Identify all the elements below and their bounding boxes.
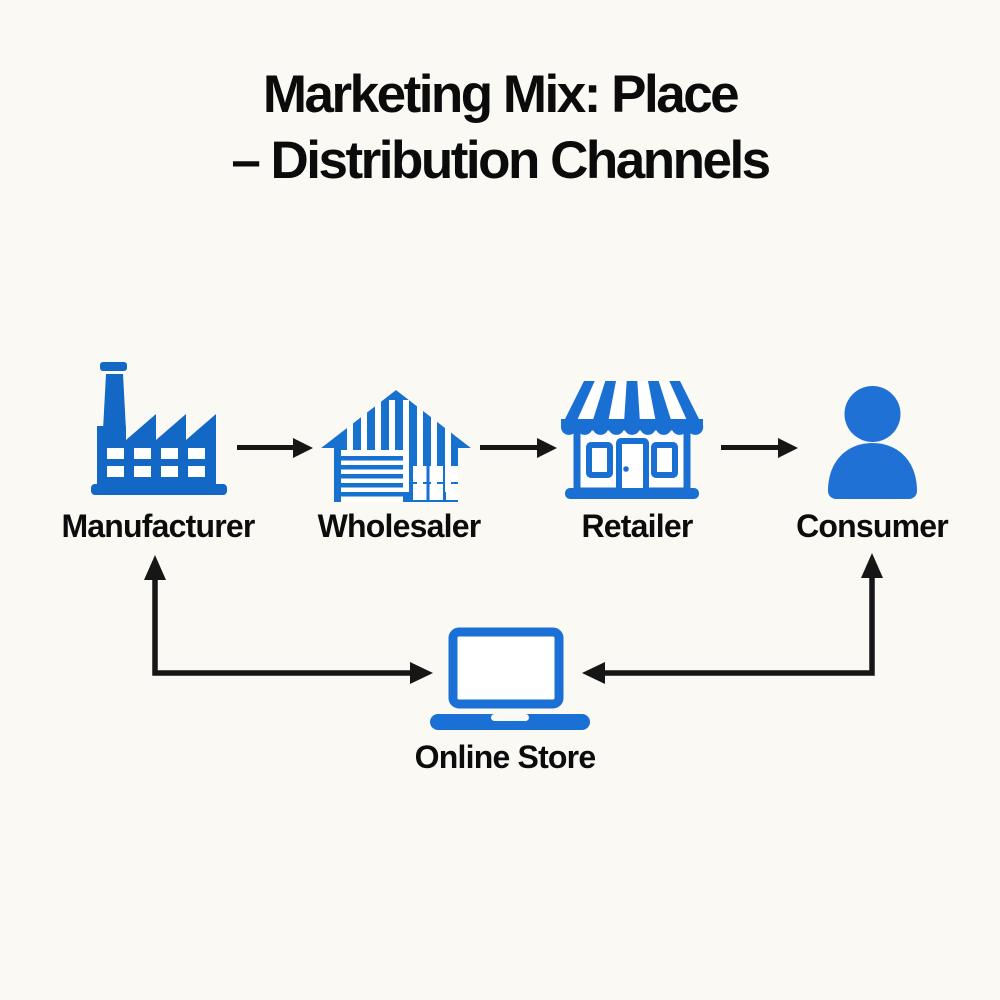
arrow-manufacturer-to-wholesaler [237,445,293,450]
title-line-2: – Distribution Channels [231,131,771,190]
page-title: Marketing Mix: Place – Distribution Chan… [0,62,1000,194]
node-label-retailer: Retailer [581,508,694,544]
storefront-icon [557,377,707,502]
node-label-online-store: Online Store [414,739,596,775]
online-store-connectors [144,553,883,684]
title-line-1: Marketing Mix: Place [262,65,740,124]
factory-icon [83,362,233,502]
elbow-manufacturer-online-store [152,578,412,676]
node-label-consumer: Consumer [796,508,949,544]
node-label-wholesaler: Wholesaler [317,508,482,544]
person-icon [815,385,930,503]
arrowhead-up-to-consumer [861,553,883,578]
arrowhead-right-to-online-store [410,662,433,684]
arrow-wholesaler-to-retailer [480,445,537,450]
warehouse-icon [321,388,471,503]
arrowhead-left-to-online-store [582,662,605,684]
arrow-retailer-to-consumer [721,445,778,450]
elbow-online-store-consumer [603,576,875,676]
arrowhead-up-to-manufacturer [144,555,166,580]
laptop-icon [430,616,590,731]
node-label-manufacturer: Manufacturer [61,508,255,544]
